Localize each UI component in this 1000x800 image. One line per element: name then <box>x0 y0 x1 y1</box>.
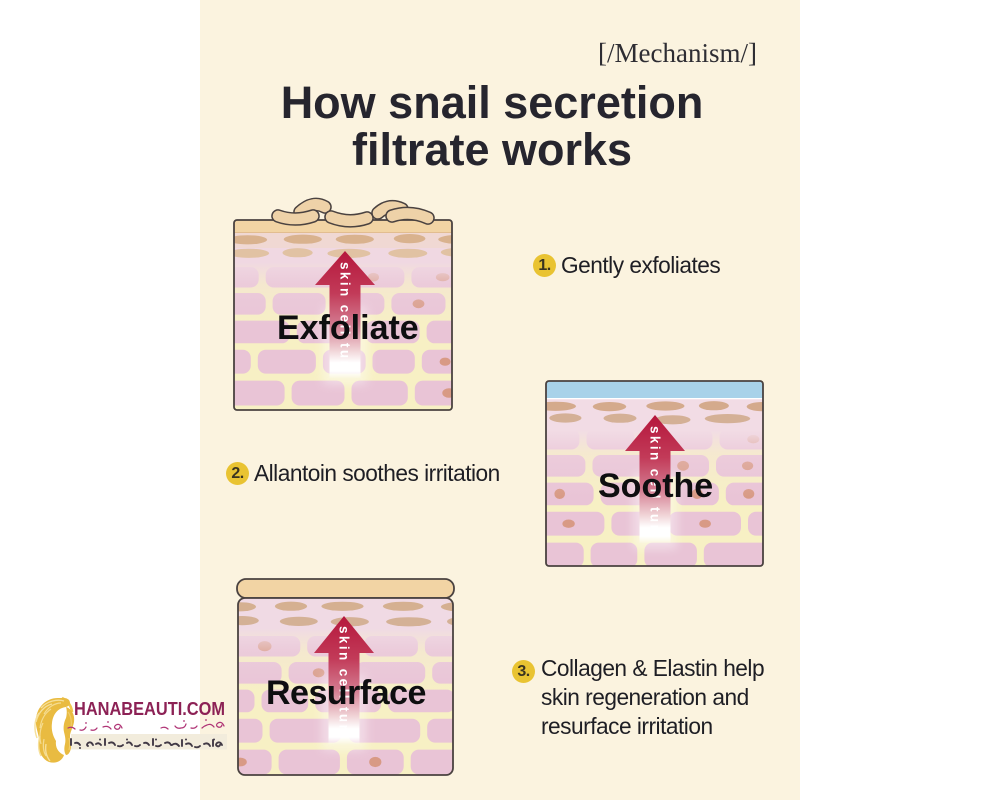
svg-text:skin cell turnover: skin cell turnover <box>338 262 353 417</box>
svg-text:skin cell turnover: skin cell turnover <box>648 426 663 568</box>
svg-text:HANABEAUTI.COM: HANABEAUTI.COM <box>74 698 225 719</box>
svg-text:skin cell turnover: skin cell turnover <box>337 626 352 781</box>
